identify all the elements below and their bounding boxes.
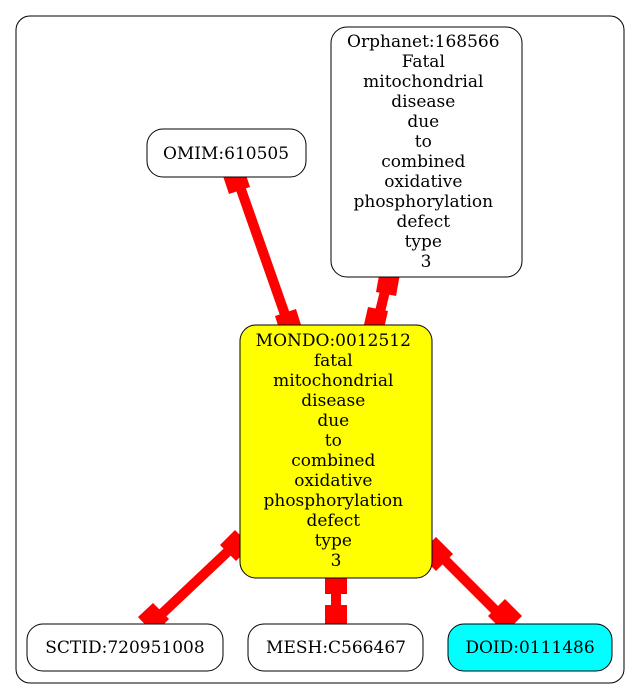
node-omim-box[interactable]: [146, 128, 307, 178]
node-line: phosphorylation: [353, 192, 493, 212]
node-line: Orphanet:168566: [347, 32, 500, 52]
edge-orphanet-to-mondo: [363, 270, 400, 333]
node-omim[interactable]: OMIM:610505: [146, 128, 307, 178]
node-line: disease: [301, 391, 365, 411]
node-sctid[interactable]: SCTID:720951008: [26, 623, 224, 672]
node-mesh-label: MESH:C566467: [266, 638, 406, 658]
node-line: phosphorylation: [263, 491, 403, 511]
node-line: Fatal: [402, 52, 445, 72]
node-line: due: [407, 112, 439, 132]
node-sctid-box[interactable]: [26, 623, 224, 672]
node-line: combined: [291, 451, 375, 471]
node-orphanet[interactable]: Orphanet:168566 Fatal mitochondrial dise…: [330, 26, 523, 278]
node-line: type: [405, 232, 442, 252]
edge-mondo-to-sctid: [138, 530, 251, 634]
node-orphanet-label: Orphanet:168566 Fatal mitochondrial dise…: [347, 32, 505, 272]
node-line: disease: [391, 92, 455, 112]
node-mesh-box[interactable]: [247, 623, 424, 672]
diagram-frame: [15, 15, 625, 684]
node-doid-label: DOID:0111486: [465, 638, 594, 658]
node-sctid-label: SCTID:720951008: [45, 638, 204, 658]
node-line: MESH:C566467: [266, 638, 406, 658]
node-line: OMIM:610505: [163, 144, 289, 164]
node-line: type: [315, 531, 352, 551]
node-mondo-label: MONDO:0012512 fatal mitochondrial diseas…: [256, 331, 417, 571]
node-doid-box[interactable]: [447, 623, 613, 672]
node-line: defect: [306, 511, 360, 531]
node-omim-label: OMIM:610505: [163, 144, 289, 164]
node-line: oxidative: [384, 172, 462, 192]
edge-mondo-to-mesh: [325, 572, 347, 631]
node-line: due: [317, 411, 349, 431]
node-doid[interactable]: DOID:0111486: [447, 623, 613, 672]
node-line: defect: [396, 212, 450, 232]
node-line: oxidative: [294, 471, 372, 491]
node-line: fatal: [314, 351, 353, 371]
node-line: 3: [421, 252, 432, 272]
node-line: mitochondrial: [273, 371, 393, 391]
node-mesh[interactable]: MESH:C566467: [247, 623, 424, 672]
node-line: combined: [381, 152, 465, 172]
node-line: SCTID:720951008: [45, 638, 204, 658]
edge-omim-to-mondo: [223, 169, 302, 335]
node-orphanet-box[interactable]: [330, 26, 523, 278]
edge-mondo-to-doid: [419, 537, 522, 633]
node-line: to: [325, 431, 342, 451]
node-mondo-box[interactable]: [239, 324, 433, 579]
node-line: MONDO:0012512: [256, 331, 411, 351]
node-mondo[interactable]: MONDO:0012512 fatal mitochondrial diseas…: [239, 324, 433, 579]
node-line: DOID:0111486: [465, 638, 594, 658]
node-line: mitochondrial: [363, 72, 483, 92]
node-line: 3: [331, 551, 342, 571]
node-line: to: [415, 132, 432, 152]
